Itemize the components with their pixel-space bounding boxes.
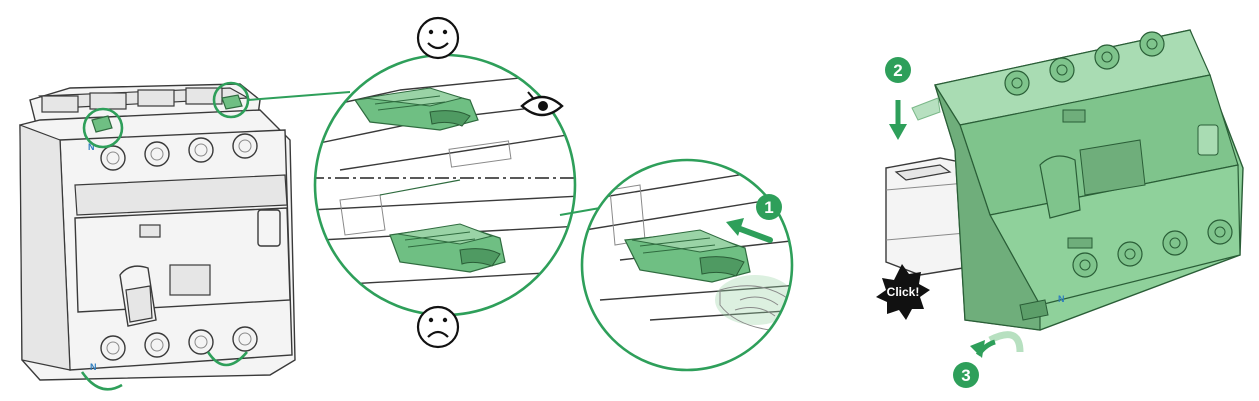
- step-1-badge: 1: [756, 194, 782, 220]
- right-bottom-screws: [1072, 219, 1233, 278]
- sad-face-icon: [416, 305, 460, 349]
- rcd-device-right-green: N: [934, 29, 1244, 331]
- step-3-badge: 3: [953, 362, 979, 388]
- neutral-label-right: N: [1058, 294, 1065, 304]
- step-2-badge: 2: [885, 57, 911, 83]
- neutral-label-top: N: [88, 142, 95, 152]
- magnifier-large: [313, 53, 577, 317]
- neutral-label-bottom: N: [90, 362, 97, 372]
- svg-text:3: 3: [961, 366, 970, 385]
- svg-text:Click!: Click!: [887, 285, 920, 299]
- step-3-arrow: [970, 331, 1024, 358]
- eye-icon: [520, 91, 564, 117]
- smiley-face-icon: [416, 16, 460, 60]
- magnifier-small: [580, 158, 794, 372]
- top-terminal-screws: [100, 133, 258, 171]
- step-2-arrow: [889, 97, 941, 140]
- svg-text:1: 1: [764, 198, 773, 217]
- right-top-screws: [1004, 31, 1165, 96]
- bottom-terminal-screws: [100, 326, 258, 361]
- push-arrow: [726, 218, 773, 243]
- rcd-device-left: N N: [19, 83, 296, 381]
- callout-line-upper: [247, 91, 351, 101]
- svg-text:2: 2: [893, 61, 902, 80]
- callout-line-lower: [559, 207, 601, 216]
- click-badge: Click!: [876, 264, 930, 320]
